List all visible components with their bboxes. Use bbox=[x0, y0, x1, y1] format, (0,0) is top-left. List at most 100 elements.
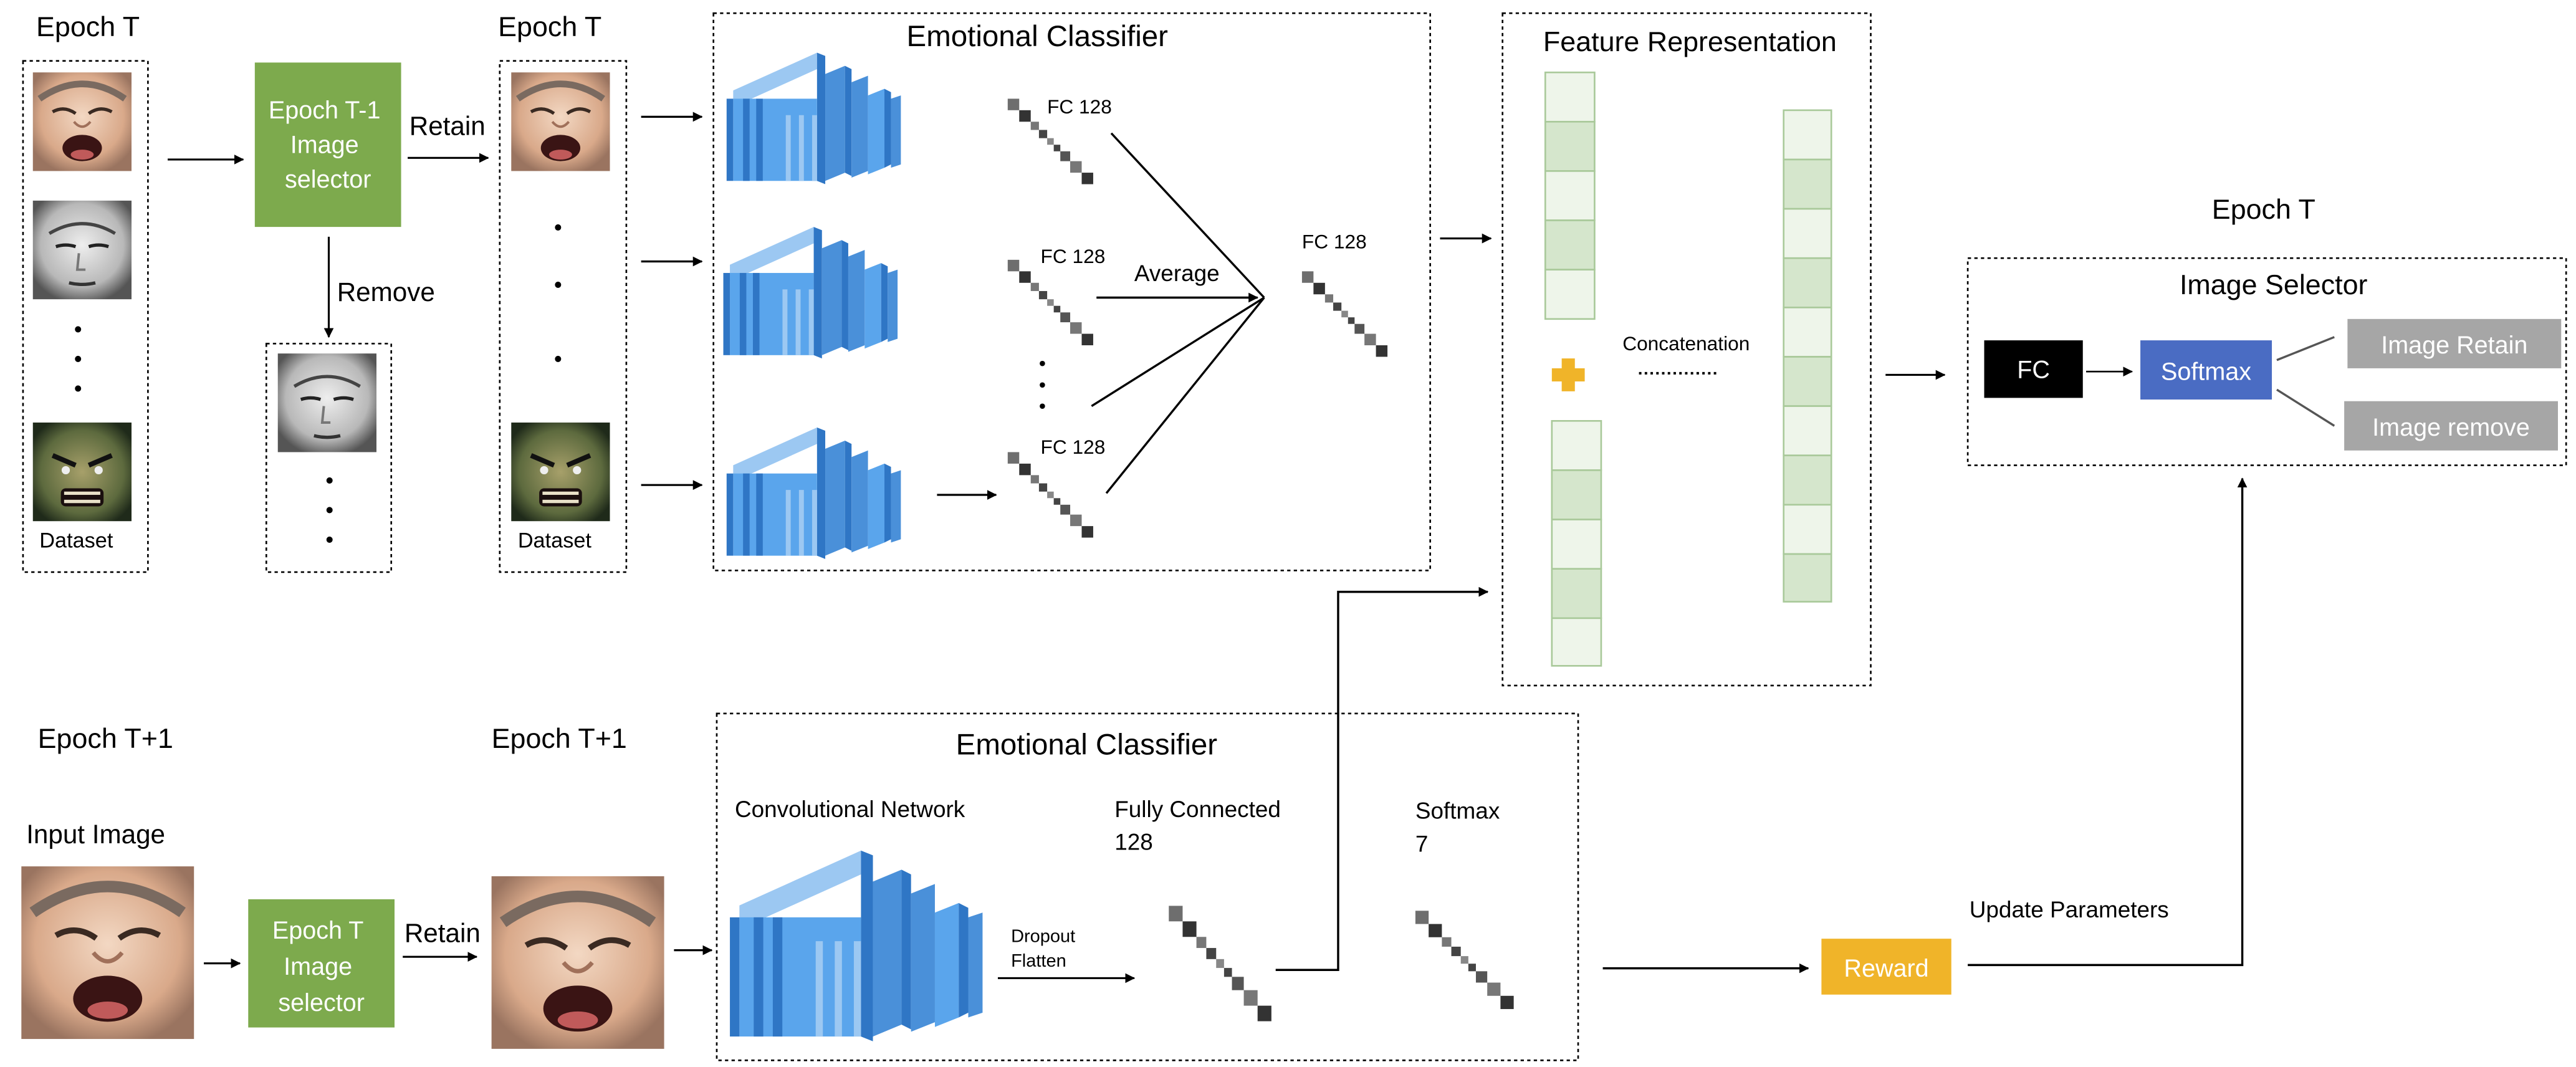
feature-cell bbox=[1783, 405, 1832, 457]
epoch-t-1-selector-label: Epoch T-1 Image selector bbox=[269, 97, 388, 193]
branch-line-remove bbox=[2276, 388, 2335, 427]
ellipsis-dots: • bbox=[1039, 373, 1046, 396]
fc-block-label: FC bbox=[2017, 356, 2050, 384]
dataset-label-left: Dataset bbox=[39, 529, 113, 552]
epoch-t-1-image-selector bbox=[254, 62, 401, 227]
softmax-vector-icon bbox=[1415, 911, 1514, 1010]
dataset-box-mid bbox=[499, 60, 628, 573]
feature-cell bbox=[1783, 504, 1832, 555]
feature-cell bbox=[1783, 307, 1832, 358]
face-image-crying-baby bbox=[511, 72, 610, 171]
ellipsis-dots: • bbox=[1039, 395, 1046, 417]
merge-line bbox=[1091, 297, 1265, 408]
remove-label: Remove bbox=[337, 277, 435, 307]
classifier-title-bottom: Emotional Classifier bbox=[956, 729, 1218, 762]
ellipsis-dots: • bbox=[74, 346, 82, 371]
epoch-t-selector-label: Epoch T Image selector bbox=[272, 917, 371, 1017]
image-selector-title: Image Selector bbox=[2180, 269, 2368, 300]
fully-connected-label: Fully Connected 128 bbox=[1114, 797, 1287, 855]
selector-line: Image bbox=[284, 953, 352, 980]
fc-label-line: 128 bbox=[1114, 830, 1153, 855]
ellipsis-dots: • bbox=[325, 527, 333, 552]
input-image-label: Input Image bbox=[26, 820, 165, 849]
selector-line: Image bbox=[290, 131, 359, 158]
fc-label: FC 128 bbox=[1041, 436, 1106, 458]
selector-line: selector bbox=[285, 166, 371, 193]
retain-label-bottom: Retain bbox=[405, 918, 481, 947]
ellipsis-dots: • bbox=[1039, 352, 1046, 375]
fc-vector-icon bbox=[1169, 906, 1271, 1022]
merge-line bbox=[1110, 132, 1265, 299]
feature-cell bbox=[1544, 269, 1596, 320]
selected-image-crying-baby bbox=[492, 876, 664, 1049]
dropout-label: Dropout bbox=[1011, 926, 1075, 946]
update-parameters-label: Update Parameters bbox=[1970, 897, 2169, 922]
input-image-crying-baby bbox=[21, 866, 194, 1039]
feature-cell bbox=[1544, 219, 1596, 270]
feature-representation-box bbox=[1501, 12, 1872, 687]
feature-cell bbox=[1544, 120, 1596, 172]
feature-cell bbox=[1783, 356, 1832, 407]
image-retain-label: Image Retain bbox=[2381, 332, 2527, 359]
feature-cell bbox=[1783, 109, 1832, 161]
feature-cell bbox=[1551, 617, 1602, 667]
feature-cell bbox=[1551, 469, 1602, 520]
feature-cell bbox=[1544, 170, 1596, 221]
softmax-label: Softmax 7 bbox=[1415, 798, 1506, 857]
retain-label-top: Retain bbox=[409, 111, 486, 140]
concatenation-label: Concatenation bbox=[1622, 332, 1750, 355]
connector-reward-to-selector bbox=[1968, 477, 2248, 967]
feature-cell bbox=[1783, 454, 1832, 506]
face-image-calm-man bbox=[278, 353, 376, 452]
cnn-stack-icon bbox=[726, 52, 901, 184]
fc-label-line: Fully Connected bbox=[1114, 797, 1281, 822]
branch-line-retain bbox=[2276, 336, 2335, 361]
feature-cell bbox=[1783, 553, 1832, 603]
dataset-label-mid: Dataset bbox=[518, 529, 592, 552]
fc-label: FC 128 bbox=[1047, 95, 1112, 118]
ellipsis-dots: • bbox=[554, 214, 562, 240]
feature-cell bbox=[1783, 158, 1832, 210]
average-label: Average bbox=[1134, 261, 1220, 286]
dataset-box-left bbox=[22, 60, 149, 573]
feature-cell bbox=[1544, 71, 1596, 123]
softmax-block bbox=[2140, 340, 2272, 400]
emotional-classifier-bottom bbox=[716, 712, 1579, 1061]
fc-vector-icon bbox=[1301, 271, 1388, 357]
flatten-label: Flatten bbox=[1011, 951, 1066, 971]
conv-network-label: Convolutional Network bbox=[735, 797, 965, 822]
feature-vector-a bbox=[1544, 71, 1596, 320]
ellipsis-dots: • bbox=[554, 272, 562, 298]
reward-block bbox=[1821, 939, 1951, 995]
ellipsis-dots: • bbox=[74, 317, 82, 342]
feature-cell bbox=[1551, 420, 1602, 471]
merge-line bbox=[1105, 297, 1265, 494]
face-image-calm-man bbox=[33, 201, 132, 299]
feature-vector-concat bbox=[1783, 109, 1832, 603]
epoch-t1-label-mid: Epoch T+1 bbox=[492, 722, 627, 754]
image-remove-output bbox=[2344, 401, 2558, 451]
epoch-t1-label-left: Epoch T+1 bbox=[38, 722, 173, 754]
face-image-crying-baby bbox=[33, 72, 132, 171]
feature-cell bbox=[1551, 519, 1602, 570]
feature-cell bbox=[1551, 568, 1602, 620]
cnn-stack-icon bbox=[730, 850, 983, 1041]
ellipsis-dots: • bbox=[74, 376, 82, 401]
image-remove-label: Image remove bbox=[2372, 414, 2530, 441]
fc-output-label: FC 128 bbox=[1302, 230, 1367, 252]
face-image-angry-man bbox=[33, 423, 132, 521]
fc-block bbox=[1984, 340, 2083, 398]
classifier-title-top: Emotional Classifier bbox=[907, 20, 1169, 53]
epoch-t-label-left: Epoch T bbox=[36, 11, 140, 42]
fc-label: FC 128 bbox=[1041, 245, 1106, 267]
plus-icon bbox=[1551, 358, 1585, 391]
ellipsis-dots: • bbox=[325, 497, 333, 523]
feature-cell bbox=[1783, 208, 1832, 259]
softmax-label-line: Softmax bbox=[1415, 798, 1500, 824]
selector-epoch-label: Epoch T bbox=[2212, 193, 2315, 225]
epoch-t-label-mid: Epoch T bbox=[498, 11, 601, 42]
selector-line: selector bbox=[278, 989, 364, 1017]
feature-vector-b bbox=[1551, 420, 1602, 667]
softmax-block-label: Softmax bbox=[2161, 358, 2251, 385]
